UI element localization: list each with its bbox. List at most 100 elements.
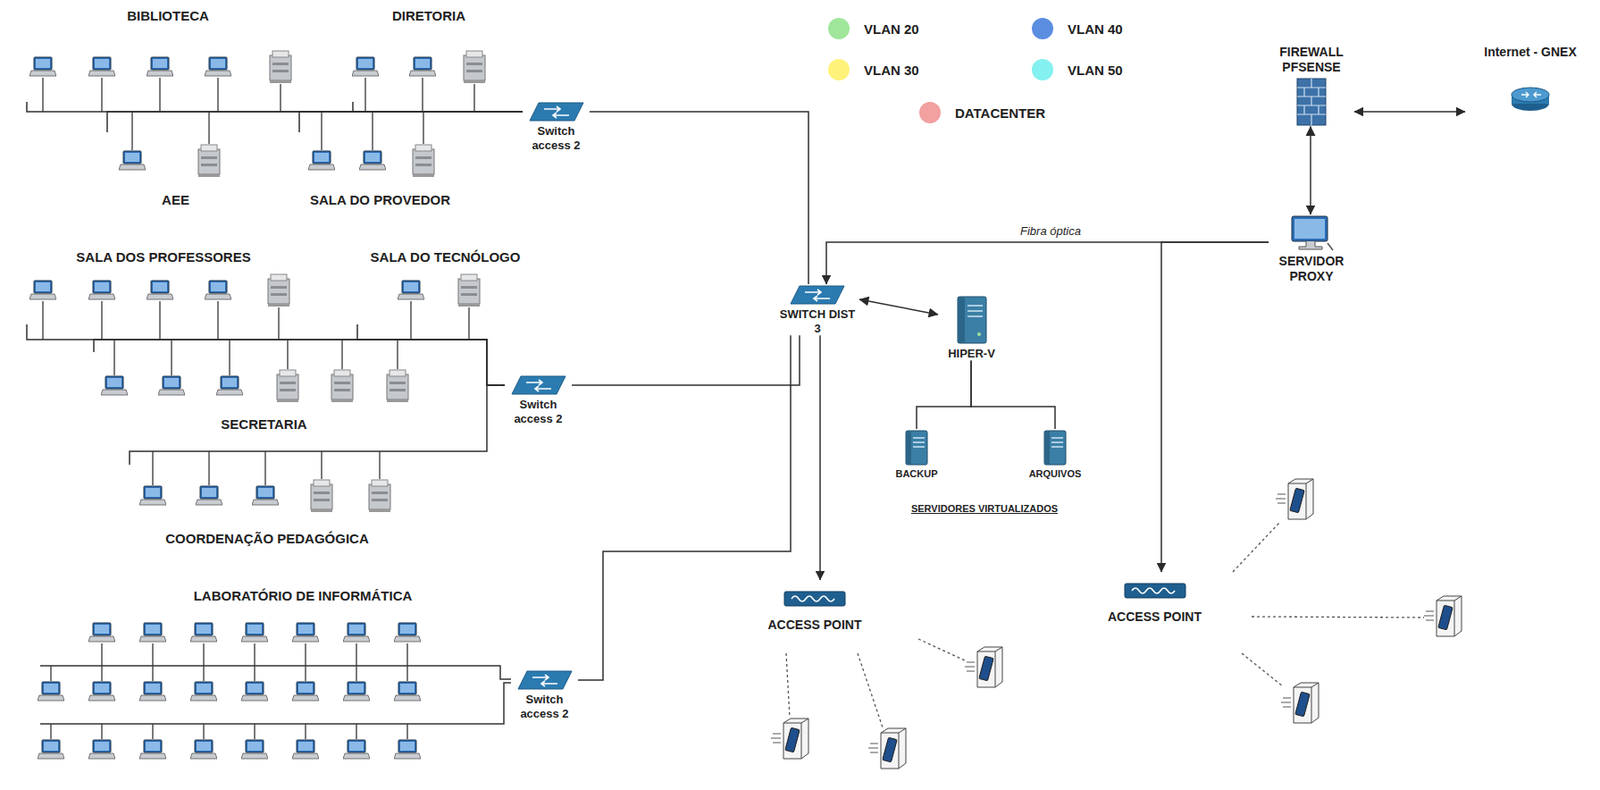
phone-icon xyxy=(1275,478,1314,520)
network-link xyxy=(819,335,821,580)
laptop-icon xyxy=(88,57,116,76)
phones xyxy=(770,478,1462,769)
drop-cable xyxy=(279,83,281,112)
icon-part xyxy=(1291,216,1328,242)
drop-cable xyxy=(253,723,255,739)
drop-cable xyxy=(304,723,306,739)
drop-cable xyxy=(41,301,43,340)
laptop-icon xyxy=(204,57,232,76)
room-label: COORDENAÇÃO PEDAGÓGICA xyxy=(165,530,369,546)
icon-part xyxy=(905,430,928,465)
laptop-icon xyxy=(397,280,425,300)
cloud-label: Internet - GNEX xyxy=(1483,44,1576,59)
phone-icon xyxy=(1281,682,1319,723)
drop-cable xyxy=(100,643,102,666)
network-link xyxy=(26,101,523,112)
switch-icon xyxy=(788,284,847,306)
icon-part xyxy=(1124,583,1186,598)
drop-cable xyxy=(277,307,279,340)
laptop-icon xyxy=(409,57,436,76)
laptop-icon xyxy=(393,739,421,759)
drop-cable xyxy=(50,723,51,739)
phone-icon xyxy=(964,646,1003,687)
ap-icon xyxy=(1122,580,1188,601)
firewall-icon xyxy=(1293,76,1330,127)
laptop-icon xyxy=(146,280,174,300)
device-label: SWITCH DIST 3 xyxy=(775,307,860,336)
drop-cable xyxy=(355,643,357,666)
icon-part xyxy=(1297,78,1326,126)
laptop-icon xyxy=(292,622,319,642)
icon-part xyxy=(1294,218,1325,239)
laptop-icon xyxy=(139,681,167,701)
icon-part xyxy=(529,102,584,121)
legend-item: DATACENTER xyxy=(919,101,1046,124)
device-node: BACKUP xyxy=(884,428,949,480)
icon-part xyxy=(1044,430,1066,465)
laptop-icon xyxy=(351,57,379,76)
ap-icon xyxy=(782,588,847,609)
room-box: SALA DO PROVEDOR xyxy=(287,132,473,213)
drop-cable xyxy=(253,665,255,681)
drop-cable xyxy=(202,665,204,681)
network-link xyxy=(129,385,505,465)
drop-cable xyxy=(100,77,102,112)
laptop-icon xyxy=(343,739,370,759)
device-group xyxy=(29,50,486,759)
laptop-icon xyxy=(88,739,116,759)
drop-cable xyxy=(202,643,204,666)
laptop-icon xyxy=(139,485,167,505)
laptop-icon xyxy=(139,739,167,759)
printer-icon xyxy=(368,479,391,512)
drop-cable xyxy=(320,111,322,151)
drop-cable xyxy=(228,339,230,376)
icon-part xyxy=(1297,78,1326,126)
phone-icon xyxy=(770,718,809,759)
laptop-icon xyxy=(308,150,336,170)
drop-cable xyxy=(159,301,160,340)
network-link xyxy=(357,324,505,386)
legend-label: VLAN 50 xyxy=(1067,62,1123,78)
network-link xyxy=(1354,110,1466,113)
icon-part xyxy=(1327,242,1333,251)
laptop-icon xyxy=(88,280,116,300)
laptop-icon xyxy=(146,57,174,76)
icon-part xyxy=(1521,92,1542,98)
device-label: FIREWALL PFSENSE xyxy=(1268,44,1355,76)
printer-icon xyxy=(268,274,290,307)
network-link xyxy=(589,111,809,285)
switch-icon xyxy=(516,669,574,691)
network-link xyxy=(352,101,523,112)
drop-cable xyxy=(151,665,153,681)
icon-part xyxy=(1044,430,1050,465)
network-link xyxy=(1309,126,1312,215)
drop-cable xyxy=(208,111,210,144)
laptop-icon xyxy=(251,485,279,505)
drop-cable xyxy=(151,643,153,666)
laptop-icon xyxy=(100,376,128,395)
drop-cable xyxy=(100,723,102,739)
drop-cable xyxy=(406,665,408,681)
drop-cable xyxy=(100,301,102,340)
legend-swatch xyxy=(828,17,850,40)
lab-bus xyxy=(40,665,511,679)
drop-cable xyxy=(113,339,115,376)
printer-icon xyxy=(310,479,333,512)
wireless-link xyxy=(857,653,883,728)
network-link xyxy=(107,111,523,133)
datacenter-ellipse xyxy=(761,211,1208,616)
device-label: Switch access 2 xyxy=(522,124,590,152)
drop-cable xyxy=(364,77,366,112)
group-label: SERVIDORES VIRTUALIZADOS xyxy=(911,502,1058,514)
wireless-link xyxy=(1232,522,1280,572)
drop-cable xyxy=(202,723,204,739)
cloud-shape xyxy=(1473,16,1592,86)
laptop-icon xyxy=(204,280,232,300)
laptop-icon xyxy=(29,57,57,76)
network-link xyxy=(1161,242,1269,572)
legend-swatch xyxy=(1031,17,1054,40)
device-node: Switch access 2 xyxy=(522,100,590,152)
legend-label: VLAN 20 xyxy=(863,21,920,37)
drop-cable xyxy=(406,643,408,666)
box-background xyxy=(711,579,919,654)
